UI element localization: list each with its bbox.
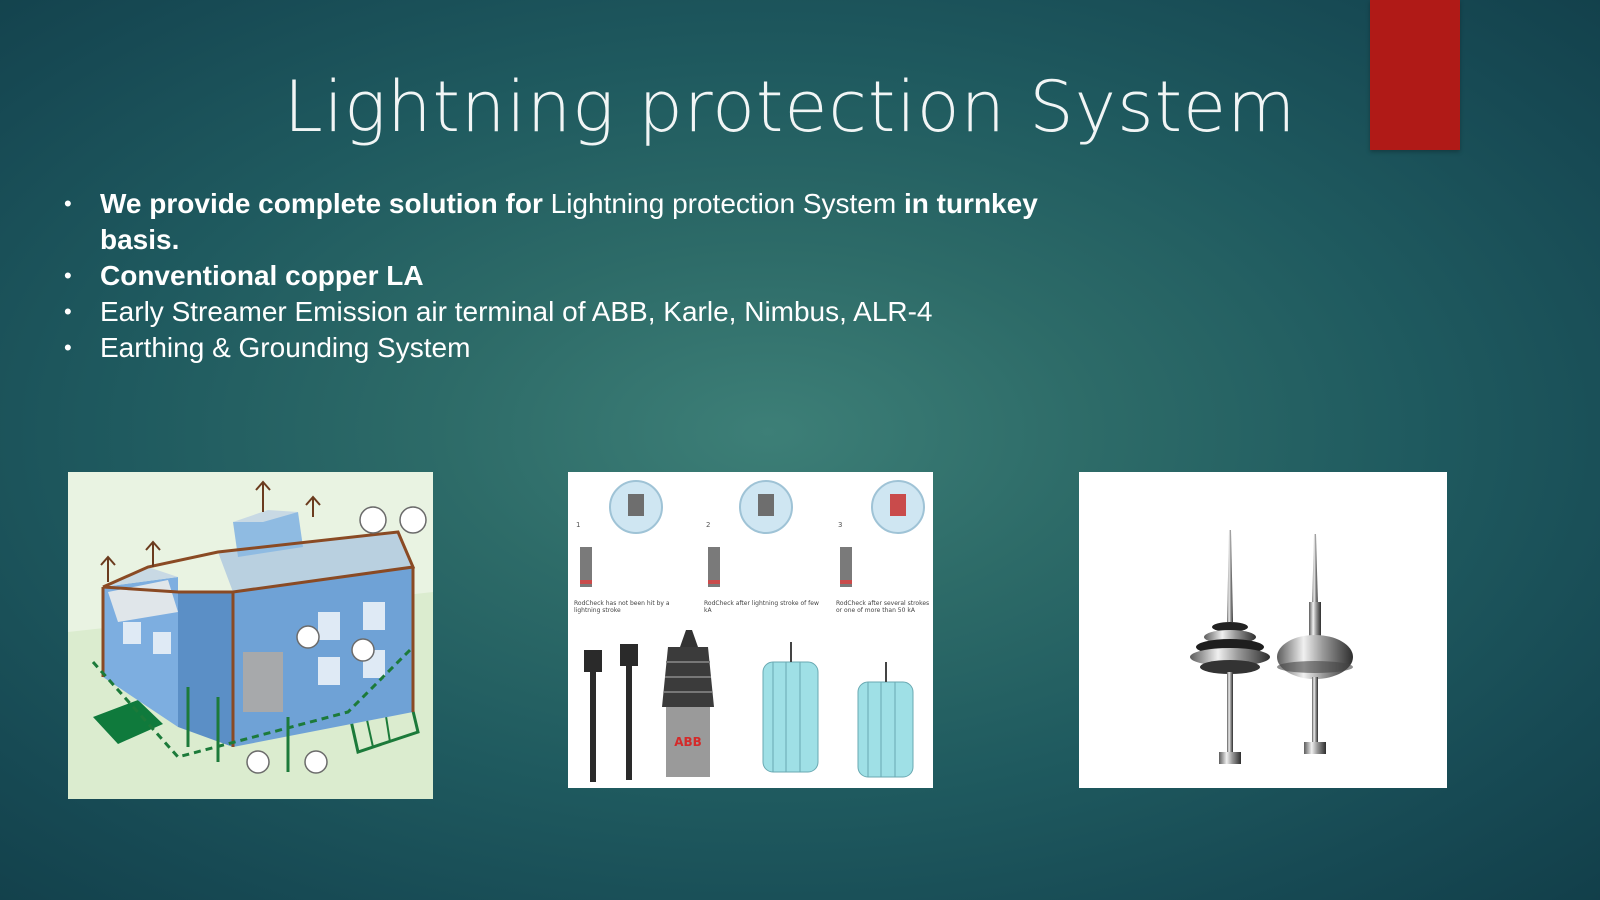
ese-air-terminal-image <box>1079 472 1447 788</box>
rodcheck-caption: RodCheck has not been hit by a lightning… <box>574 600 670 614</box>
bullet-item: • Early Streamer Emission air terminal o… <box>60 294 1060 330</box>
step-number: 3 <box>838 521 842 529</box>
bullet-dot: • <box>64 335 72 360</box>
bullet-text: in turnkey basis. <box>100 188 1038 255</box>
bullet-text: Earthing & Grounding System <box>100 332 471 363</box>
abb-rodcheck-image: 1 2 3 RodCheck has not been hit by a lig… <box>568 472 933 788</box>
slide-title: Lightning protection System <box>283 66 1297 148</box>
bullet-item: • Conventional copper LA <box>60 258 1060 294</box>
bullet-text: We provide complete solution for <box>100 188 551 219</box>
bullet-dot: • <box>64 299 72 324</box>
abb-logo-text: ABB <box>674 735 702 749</box>
accent-tab <box>1370 0 1460 150</box>
bullet-list: • We provide complete solution for Light… <box>60 186 1060 366</box>
step-number: 2 <box>706 521 710 529</box>
bullet-item: • Earthing & Grounding System <box>60 330 1060 366</box>
ese-air-terminal-rods-icon <box>1079 472 1447 788</box>
rodcheck-caption: RodCheck after lightning stroke of few k… <box>704 600 819 614</box>
rodcheck-caption: RodCheck after several strokes or one of… <box>836 600 930 614</box>
building-lightning-protection-image <box>68 472 433 799</box>
bullet-text: Early Streamer Emission air terminal of … <box>100 296 933 327</box>
building-lightning-protection-diagram-icon <box>68 472 433 799</box>
bullet-text: Lightning protection System <box>550 188 904 219</box>
bullet-dot: • <box>64 263 72 288</box>
abb-rodcheck-esa-terminals-icon: 1 2 3 RodCheck has not been hit by a lig… <box>568 472 933 788</box>
bullet-item: • We provide complete solution for Light… <box>60 186 1060 258</box>
bullet-dot: • <box>64 191 72 216</box>
bullet-text: Conventional copper LA <box>100 260 424 291</box>
step-number: 1 <box>576 521 580 529</box>
